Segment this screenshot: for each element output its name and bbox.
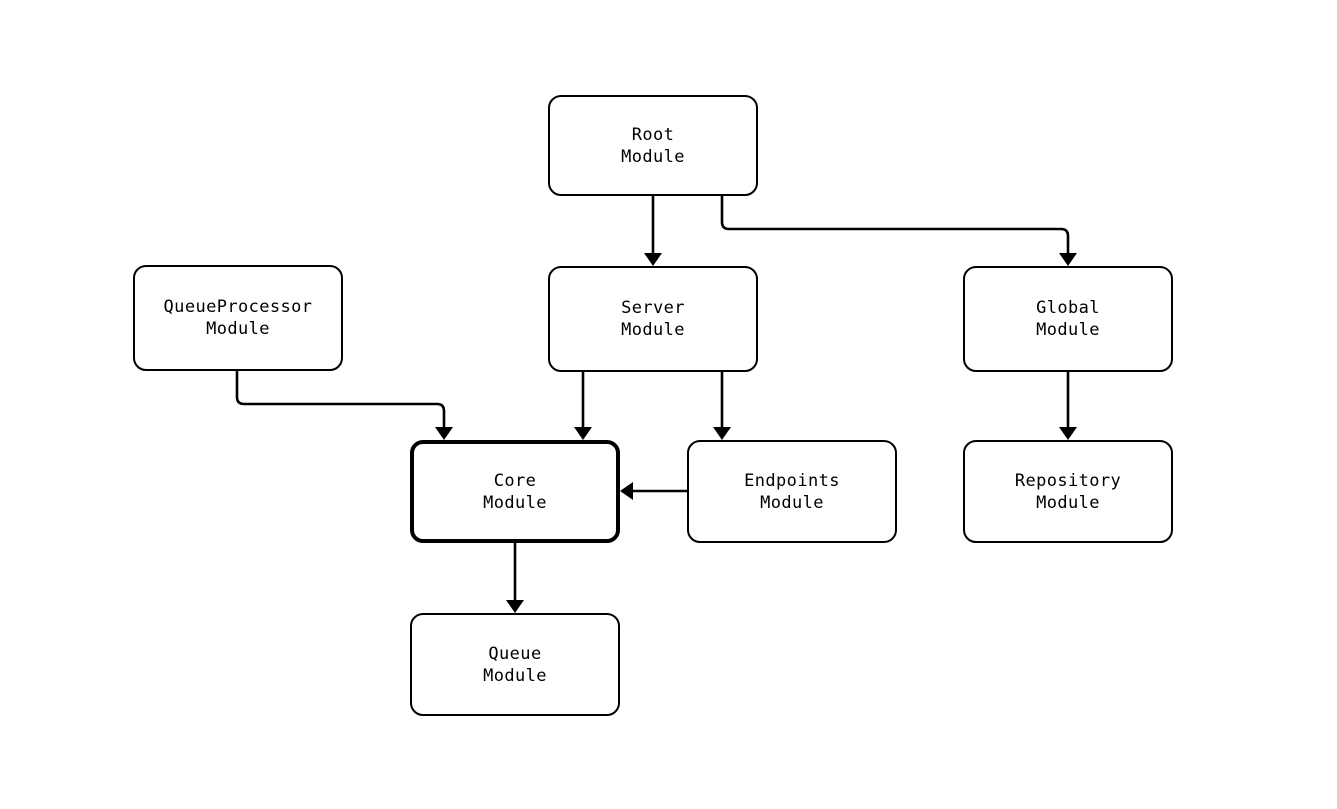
edge-arrowhead [1059, 253, 1077, 266]
edge-path [720, 196, 1070, 258]
edge-arrowhead [435, 427, 453, 440]
edge-arrowhead [713, 427, 731, 440]
node-label-secondary: Module [206, 319, 270, 339]
edge-core-to-queue [506, 543, 524, 613]
edge-arrowhead [644, 253, 662, 266]
node-label-secondary: Module [1036, 492, 1100, 513]
node-label-primary: Core [493, 470, 537, 491]
edge-arrowhead [620, 482, 633, 500]
edge-queueprocessor-to-core [235, 371, 453, 440]
node-label-secondary: Module [483, 492, 547, 513]
edge-server-to-endpoints [713, 372, 731, 440]
edge-global-to-repository [1059, 372, 1077, 440]
edge-endpoints-to-core [620, 482, 687, 500]
node-label-primary: QueueProcessor [163, 297, 313, 317]
node-label-primary: Root [631, 124, 675, 145]
node-label-secondary: Module [1036, 320, 1100, 340]
node-label-secondary: Module [621, 320, 685, 340]
node-label-primary: Endpoints [744, 470, 840, 491]
edge-server-to-core [574, 372, 592, 440]
node-label-secondary: Module [483, 665, 547, 686]
edge-arrowhead [574, 427, 592, 440]
edge-root-to-global [720, 196, 1077, 266]
node-label-secondary: Module [621, 146, 685, 167]
edge-arrowhead [506, 600, 524, 613]
node-label-secondary: Module [760, 492, 824, 513]
edge-arrowhead [1059, 427, 1077, 440]
edge-path [235, 371, 446, 432]
node-label-primary: Repository [1014, 470, 1122, 491]
node-label-primary: Queue [488, 643, 542, 664]
edge-root-to-server [644, 196, 662, 266]
node-label-primary: Server [621, 298, 685, 318]
node-label-primary: Global [1036, 298, 1100, 318]
